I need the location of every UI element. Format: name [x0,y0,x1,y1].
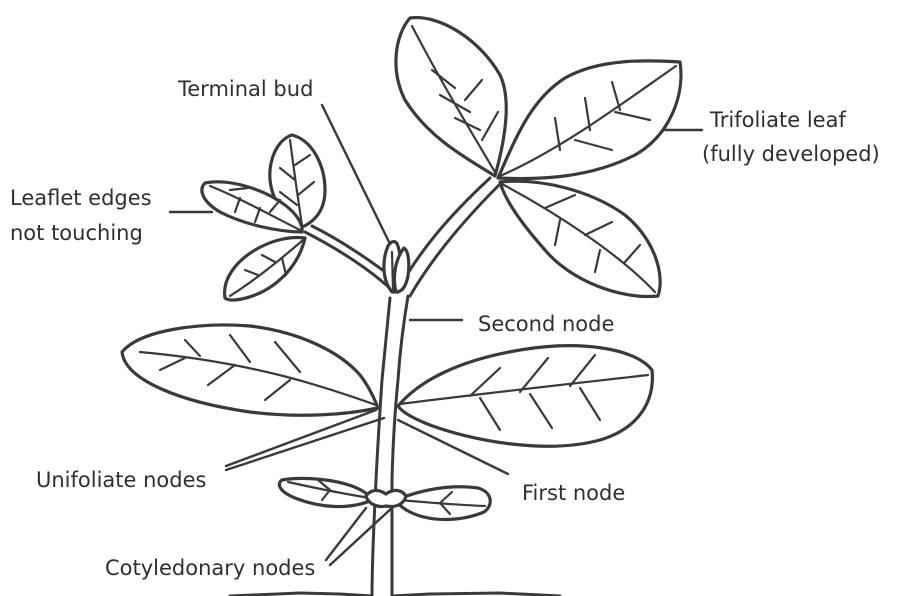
label-fully-developed: (fully developed) [702,142,880,166]
terminal-bud [384,242,409,293]
label-trifoliate-leaf: Trifoliate leaf [709,108,846,132]
young-trifoliate [202,135,396,300]
label-first-node: First node [522,481,625,505]
unifoliate-leaves [122,325,652,446]
label-terminal-bud: Terminal bud [177,77,313,101]
unifoliate-leader-1 [226,410,376,466]
unifoliate-right-leaf [398,346,652,446]
terminal-bud-leader [322,105,390,244]
label-cotyledonary-nodes: Cotyledonary nodes [105,556,315,580]
label-second-node: Second node [478,312,614,336]
unifoliate-leader-2 [226,418,384,470]
label-not-touching: not touching [10,221,143,245]
cotyledonary-node-knob [366,490,406,506]
cotyledonary-leader-1 [326,508,366,560]
label-leaflet-edges: Leaflet edges [10,186,152,210]
trifoliate-bottom-leaflet [500,181,660,296]
label-unifoliate-nodes: Unifoliate nodes [36,468,206,492]
